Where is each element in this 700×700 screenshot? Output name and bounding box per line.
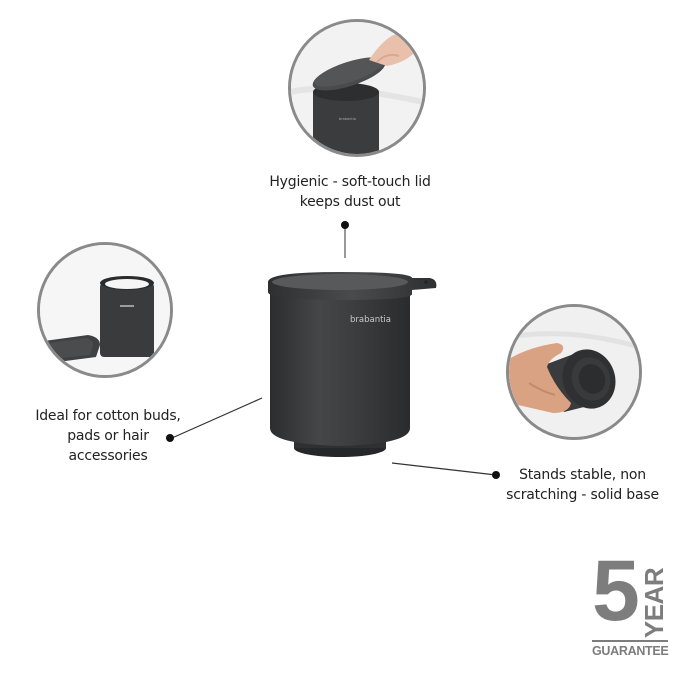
base-caption-line1: Stands stable, non bbox=[519, 467, 646, 483]
base-caption: Stands stable, non scratching - solid ba… bbox=[500, 465, 665, 505]
usage-caption-line2: pads or hair bbox=[67, 428, 149, 444]
usage-callout-dot bbox=[166, 434, 174, 442]
lid-callout-dot bbox=[341, 221, 349, 229]
brand-logo: brabantia bbox=[350, 315, 391, 325]
lid-caption-line2: keeps dust out bbox=[299, 194, 401, 210]
solid-base-illustration bbox=[509, 307, 639, 437]
lid-lift-illustration: brabantia bbox=[291, 22, 423, 154]
usage-caption-line1: Ideal for cotton buds, bbox=[35, 408, 181, 424]
lid-caption-line1: Hygienic - soft-touch lid bbox=[269, 174, 431, 190]
main-product-image: brabantia bbox=[262, 266, 442, 462]
usage-caption: Ideal for cotton buds, pads or hair acce… bbox=[28, 406, 188, 466]
guarantee-divider bbox=[592, 640, 668, 642]
svg-text:brabantia: brabantia bbox=[339, 117, 356, 121]
base-detail-image bbox=[506, 304, 642, 440]
open-container-illustration bbox=[40, 245, 170, 375]
lid-detail-image: brabantia bbox=[288, 19, 426, 157]
guarantee-year: YEAR bbox=[639, 567, 669, 639]
container-illustration: brabantia bbox=[268, 272, 437, 457]
guarantee-badge: 5 YEAR GUARANTEE bbox=[592, 548, 672, 662]
cotton-pads-detail-image bbox=[37, 242, 173, 378]
guarantee-label: GUARANTEE bbox=[592, 644, 669, 658]
usage-caption-line3: accessories bbox=[68, 448, 148, 464]
base-caption-line2: scratching - solid base bbox=[506, 487, 659, 503]
guarantee-number: 5 bbox=[592, 543, 640, 639]
lid-caption: Hygienic - soft-touch lid keeps dust out bbox=[250, 172, 450, 212]
base-callout-dot bbox=[492, 471, 500, 479]
